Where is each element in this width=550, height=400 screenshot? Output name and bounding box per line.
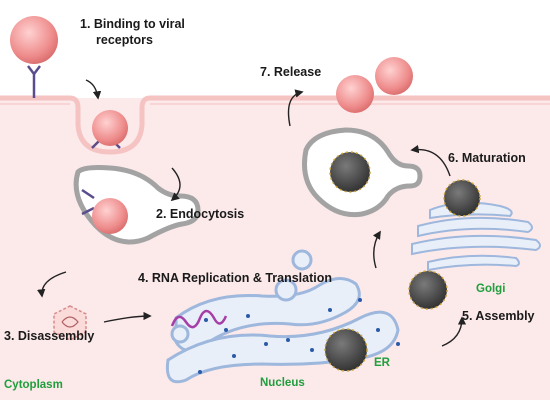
virus-particle-icon	[10, 16, 413, 234]
label-step3-disassembly: 3. Disassembly	[4, 329, 94, 343]
label-step6-maturation: 6. Maturation	[448, 151, 526, 165]
disassembled-capsid-icon	[53, 305, 87, 341]
receptor-icon	[27, 65, 41, 98]
label-step1-binding: 1. Binding to viral	[80, 17, 185, 31]
label-step7-release: 7. Release	[260, 65, 321, 79]
virus-particle-icon	[324, 151, 481, 372]
rna-strand-icon	[170, 309, 228, 329]
label-step4-replication: 4. RNA Replication & Translation	[138, 271, 332, 285]
label-er: ER	[374, 357, 391, 369]
endoplasmic-reticulum	[165, 249, 400, 384]
label-step2-endocytosis: 2. Endocytosis	[156, 207, 244, 221]
curved-arrow-icon	[37, 79, 467, 347]
label-cytoplasm: Cytoplasm	[4, 379, 63, 391]
label-golgi: Golgi	[476, 283, 505, 295]
cell-membrane	[0, 95, 550, 155]
label-step1-receptors: receptors	[96, 33, 153, 47]
label-step5-assembly: 5. Assembly	[462, 309, 535, 323]
ribosome-dots	[198, 298, 400, 374]
label-nucleus: Nucleus	[260, 377, 305, 389]
